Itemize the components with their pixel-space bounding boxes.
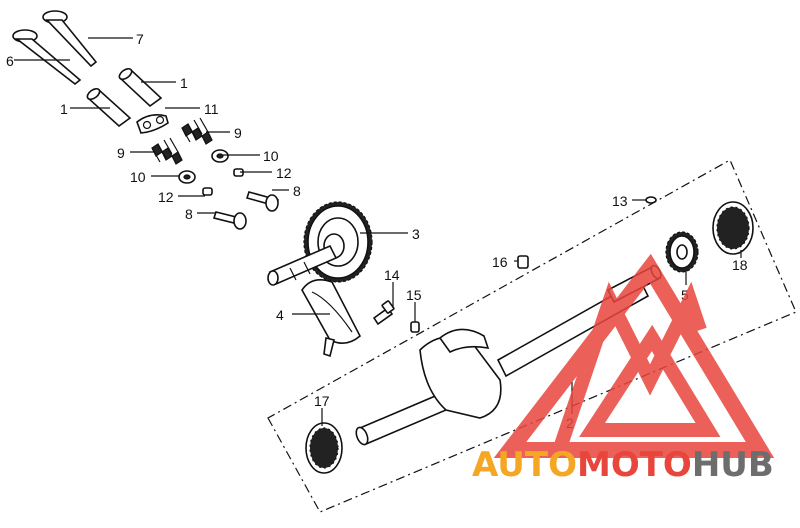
callout-15: 15 [406,287,422,303]
watermark-m-stroke [553,281,707,451]
spring-cap-lower-hole [183,174,191,180]
exhaust-valve [12,29,82,86]
watermark-logo [493,253,775,458]
callout-1-lower: 1 [60,101,68,117]
callout-13: 13 [612,193,628,209]
callout-10-lower: 10 [130,169,146,185]
watermark-triangle-outer [493,253,775,458]
callout-4: 4 [276,307,284,323]
woodruff-key [645,196,657,204]
crank-gear [665,231,699,273]
valve-spring-lower [151,137,183,165]
spring-retainer-plate [136,114,169,134]
callout-1-upper: 1 [180,75,188,91]
follower-lower [212,211,247,230]
callout-9-lower: 9 [117,145,125,161]
tappet-upper [118,67,163,108]
valve-spring-upper [181,117,213,145]
intake-valve [42,10,98,68]
spring-cap-upper-hole [216,153,224,159]
callout-12-upper: 12 [276,165,292,181]
callout-10-upper: 10 [263,148,279,164]
callout-12-lower: 12 [158,189,174,205]
collet-lower [202,187,213,196]
callout-7: 7 [136,31,144,47]
plug [517,255,529,269]
callout-11: 11 [204,101,219,117]
watermark-text-hub: HUB [692,445,774,485]
crankshaft-assembly-frame [267,159,797,513]
callout-6: 6 [6,53,14,69]
bearing-left [305,422,343,474]
watermark-text-moto: MOTO [577,445,692,485]
callout-17: 17 [314,393,330,409]
callout-14: 14 [384,267,400,283]
callout-18: 18 [732,257,748,273]
tappet-lower [86,87,132,128]
bearing-right [712,201,754,255]
follower-upper [245,191,280,212]
callout-3: 3 [412,226,420,242]
callout-16: 16 [492,254,508,270]
dowel-pin [410,321,420,333]
governor-weight [301,279,362,358]
leader-lines [14,37,742,426]
callout-8-upper: 8 [293,183,301,199]
callout-8-lower: 8 [185,206,193,222]
watermark-triangle-inner [579,324,721,437]
camshaft-gear [267,201,373,286]
watermark-text-auto: AUTO [472,445,577,485]
crankshaft [355,264,662,446]
bolt [372,300,395,326]
callout-9-upper: 9 [234,125,242,141]
watermark-text: AUTOMOTOHUB [472,445,774,485]
